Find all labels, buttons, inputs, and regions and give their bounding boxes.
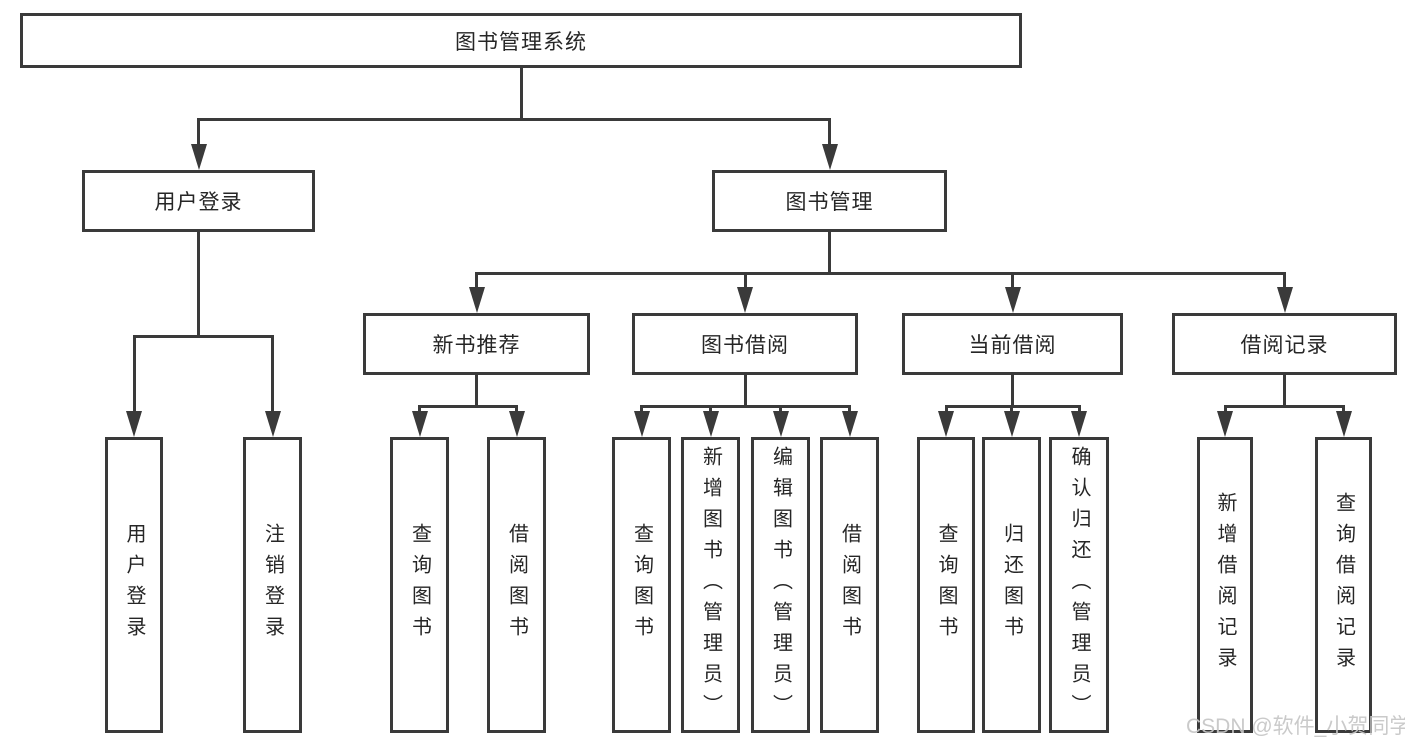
connector-line xyxy=(779,405,782,412)
connector-line xyxy=(1011,375,1014,408)
box-book-borrowing: 图书借阅 xyxy=(632,313,858,375)
connector-line xyxy=(944,405,948,412)
box-leaf-confirm-return-admin: 确认归还（管理员） xyxy=(1049,437,1109,733)
arrowhead-down-icon xyxy=(821,144,838,170)
connector-line xyxy=(418,405,421,412)
connector-line xyxy=(515,405,518,412)
box-leaf-return-books: 归还图书 xyxy=(982,437,1041,733)
connector-line xyxy=(1223,405,1227,412)
box-leaf-borrow-books: 借阅图书 xyxy=(820,437,879,733)
connector-line xyxy=(197,118,200,145)
connector-line xyxy=(271,335,274,412)
arrowhead-down-icon xyxy=(126,411,142,437)
arrowhead-down-icon xyxy=(938,411,954,437)
connector-line xyxy=(519,68,523,121)
connector-line xyxy=(418,405,518,408)
connector-line xyxy=(475,375,478,408)
arrowhead-down-icon xyxy=(702,411,719,437)
box-leaf-borrow-books: 借阅图书 xyxy=(487,437,546,733)
connector-line xyxy=(640,405,851,408)
box-new-book-recommendation: 新书推荐 xyxy=(363,313,590,375)
connector-line xyxy=(475,272,1286,275)
arrowhead-down-icon xyxy=(1276,287,1293,313)
connector-line xyxy=(1011,272,1014,288)
connector-line xyxy=(640,405,643,412)
arrowhead-down-icon xyxy=(468,287,485,313)
arrowhead-down-icon xyxy=(190,144,207,170)
connector-line xyxy=(132,335,136,412)
arrowhead-down-icon xyxy=(264,411,281,437)
box-leaf-user-login: 用户登录 xyxy=(105,437,163,733)
connector-line xyxy=(1223,405,1345,408)
connector-line xyxy=(475,272,478,288)
arrowhead-down-icon xyxy=(508,411,525,437)
arrowhead-down-icon xyxy=(737,287,753,313)
arrowhead-down-icon xyxy=(1003,411,1020,437)
connector-line xyxy=(1283,375,1286,408)
box-current-borrowing: 当前借阅 xyxy=(902,313,1123,375)
box-leaf-edit-books-admin: 编辑图书（管理员） xyxy=(751,437,810,733)
arrowhead-down-icon xyxy=(1004,287,1021,313)
box-borrowing-records: 借阅记录 xyxy=(1172,313,1397,375)
arrowhead-down-icon xyxy=(633,411,650,437)
connector-line xyxy=(132,335,274,338)
box-user-login: 用户登录 xyxy=(82,170,315,232)
arrowhead-down-icon xyxy=(1335,411,1352,437)
box-leaf-query-books: 查询图书 xyxy=(612,437,671,733)
connector-line xyxy=(1283,272,1286,288)
connector-line xyxy=(709,405,712,412)
arrowhead-down-icon xyxy=(772,411,789,437)
box-leaf-add-borrow-record: 新增借阅记录 xyxy=(1197,437,1253,733)
csdn-watermark: CSDN @软件_小贺同学 xyxy=(1186,715,1405,738)
connector-line xyxy=(1342,405,1345,412)
connector-line xyxy=(197,118,831,121)
connector-line xyxy=(828,232,831,275)
connector-line xyxy=(828,118,831,145)
arrowhead-down-icon xyxy=(411,411,428,437)
connector-line xyxy=(1010,405,1013,412)
box-book-management: 图书管理 xyxy=(712,170,947,232)
box-library-management-system: 图书管理系统 xyxy=(20,13,1022,68)
connector-line xyxy=(743,375,747,408)
box-leaf-query-borrow-record: 查询借阅记录 xyxy=(1315,437,1372,733)
box-leaf-logout: 注销登录 xyxy=(243,437,302,733)
arrowhead-down-icon xyxy=(1071,411,1087,437)
arrowhead-down-icon xyxy=(841,411,858,437)
box-leaf-query-books: 查询图书 xyxy=(917,437,975,733)
connector-line xyxy=(197,232,200,338)
connector-line xyxy=(848,405,851,412)
arrowhead-down-icon xyxy=(1217,411,1233,437)
box-leaf-query-books: 查询图书 xyxy=(390,437,449,733)
box-leaf-add-books-admin: 新增图书（管理员） xyxy=(681,437,740,733)
connector-line xyxy=(743,272,747,288)
connector-line xyxy=(1077,405,1081,412)
